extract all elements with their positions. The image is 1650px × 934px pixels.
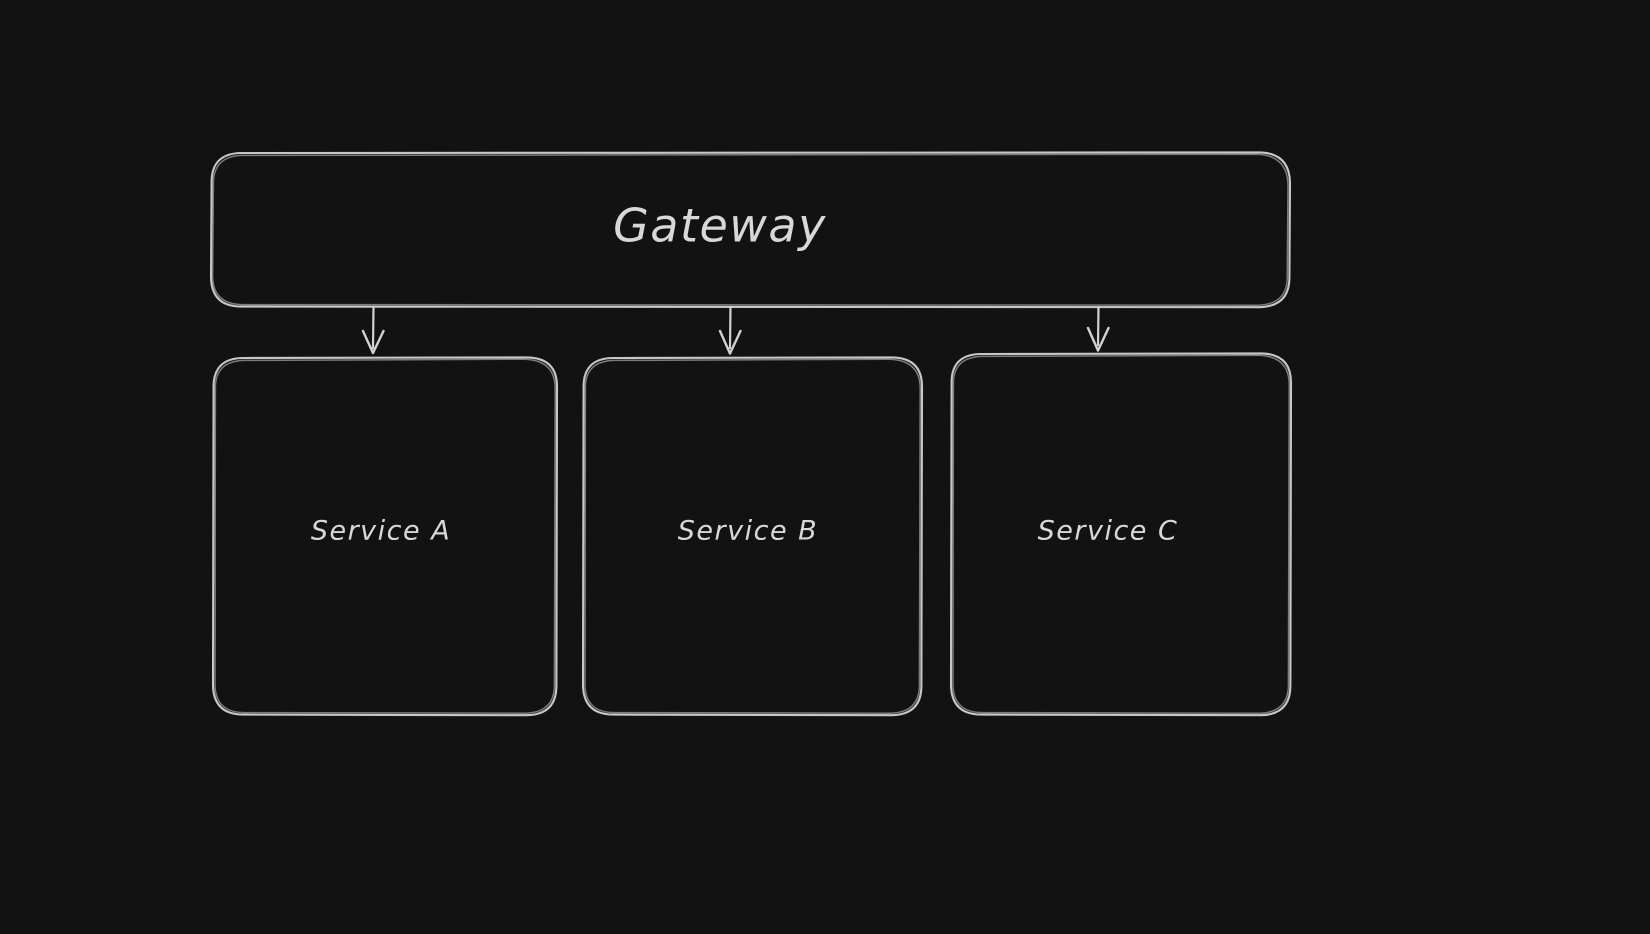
arrow-head-a xyxy=(361,329,385,355)
arrow-shaft-c xyxy=(1096,305,1100,347)
service-b-label: Service B xyxy=(678,516,818,547)
gateway-box-outline xyxy=(209,151,1292,309)
node-service-a[interactable]: Service A xyxy=(211,356,559,717)
edge-gateway-to-service-c[interactable] xyxy=(1086,305,1110,352)
gateway-label: Gateway xyxy=(613,199,827,253)
service-c-box-outline xyxy=(949,352,1293,717)
service-b-box-outline-sketch xyxy=(584,358,921,714)
service-a-label: Service A xyxy=(311,516,451,547)
service-c-box-outline-sketch xyxy=(952,354,1290,714)
service-a-box-outline xyxy=(211,356,559,717)
edge-gateway-to-service-a[interactable] xyxy=(361,305,385,355)
arrow-shaft-b xyxy=(728,305,732,350)
arrow-head-c xyxy=(1086,326,1110,352)
service-b-box-outline xyxy=(581,356,924,717)
arrow-shaft-a xyxy=(371,305,375,350)
node-gateway[interactable]: Gateway xyxy=(209,151,1292,309)
node-service-b[interactable]: Service B xyxy=(581,356,924,717)
service-c-label: Service C xyxy=(1038,516,1179,547)
node-service-c[interactable]: Service C xyxy=(949,352,1293,717)
gateway-box-outline-sketch xyxy=(211,153,1289,306)
service-a-box-outline-sketch xyxy=(214,358,556,714)
edge-gateway-to-service-b[interactable] xyxy=(718,305,742,355)
arrow-head-b xyxy=(718,329,742,355)
